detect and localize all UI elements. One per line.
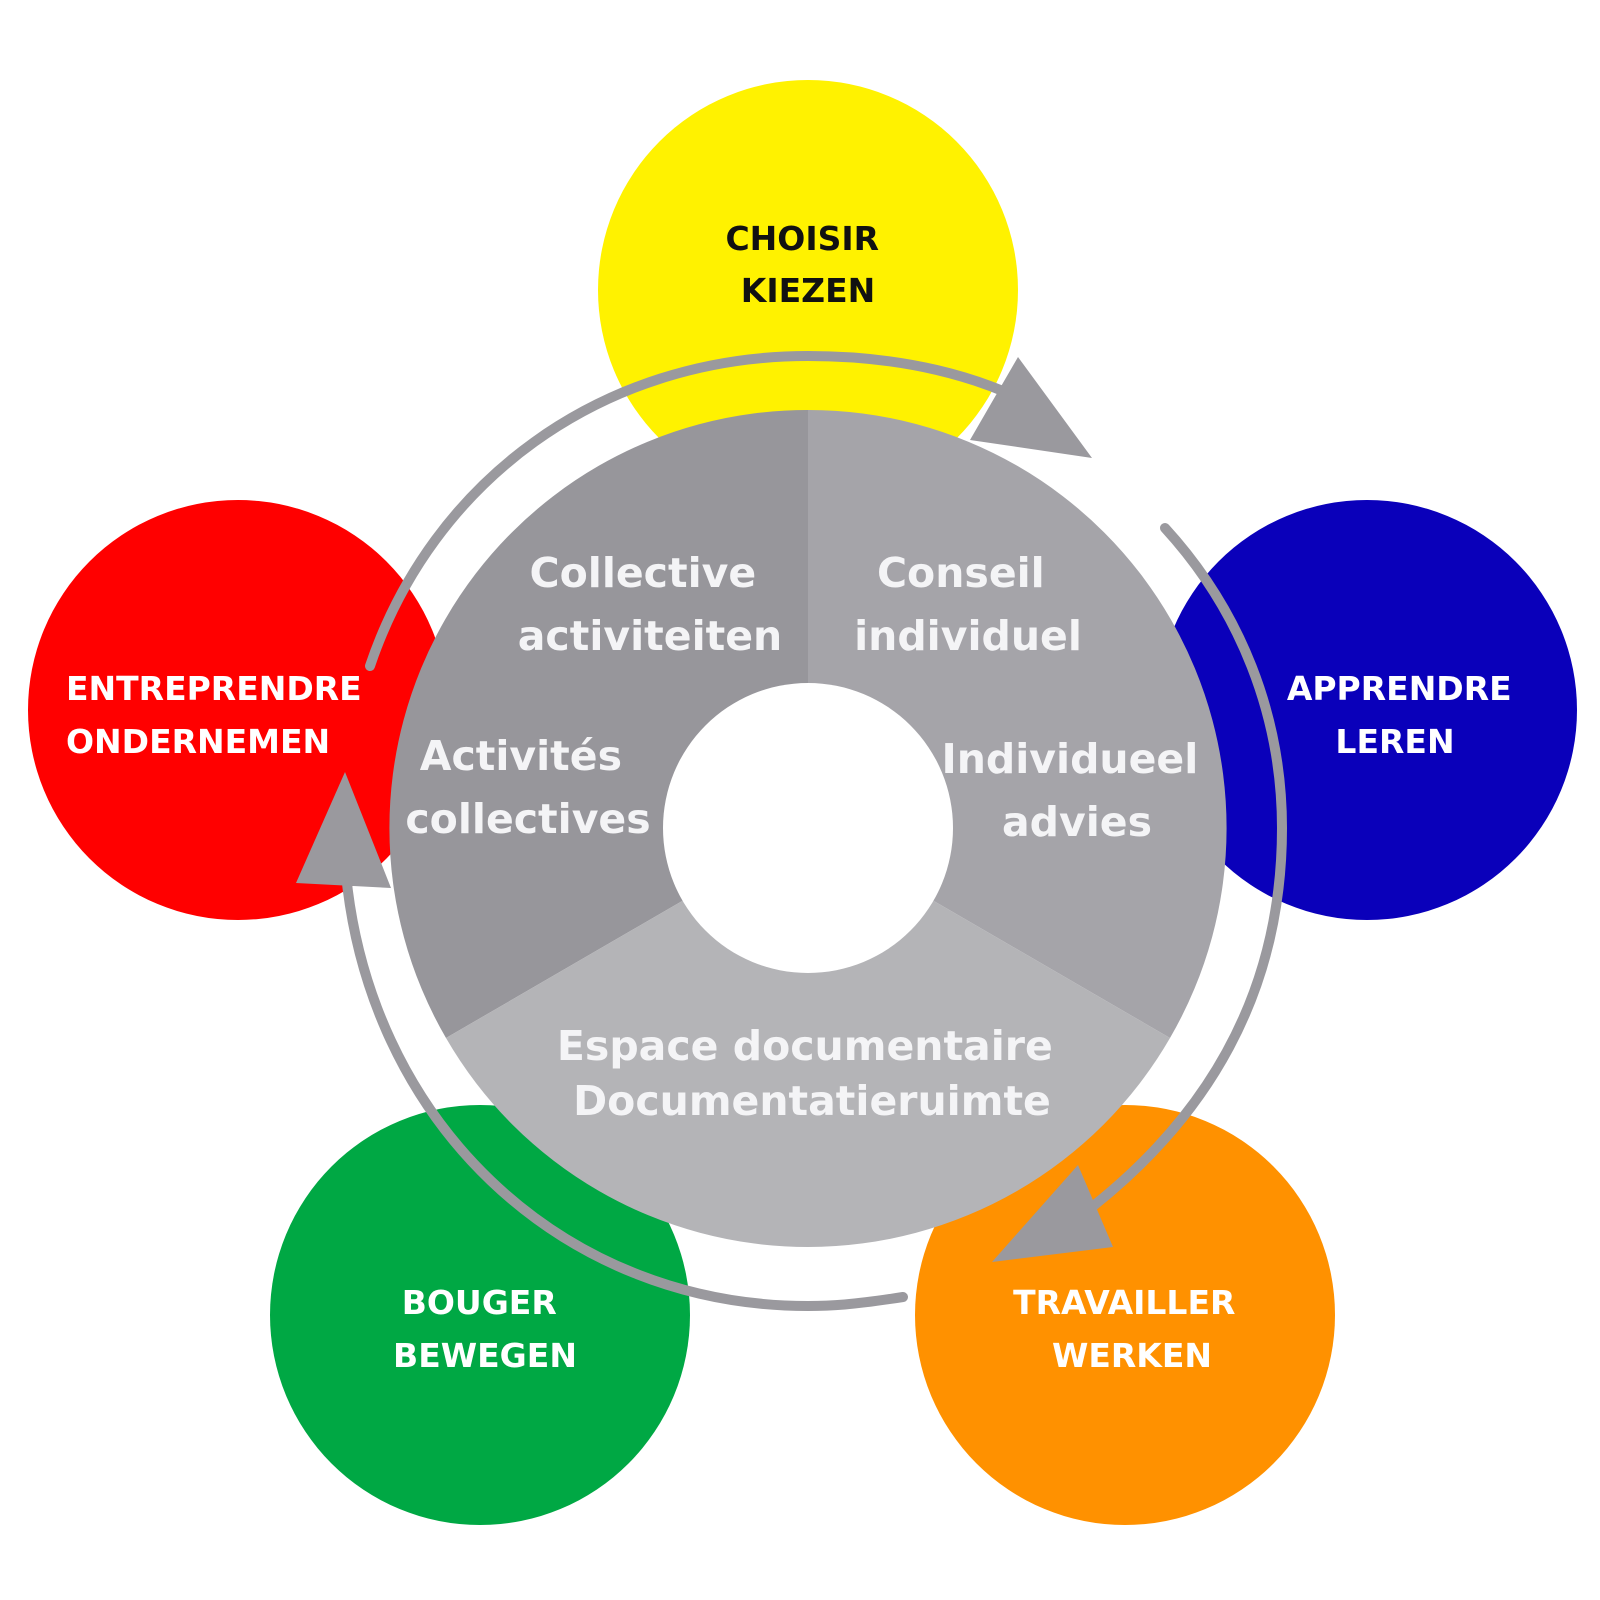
conseil-nl-label: Individueel advies [941, 735, 1212, 846]
bouger-circle [270, 1105, 690, 1525]
arrow-heads [296, 357, 1113, 1262]
travailler-label: TRAVAILLER WERKEN [1013, 1283, 1247, 1375]
arrow-head-left [296, 772, 391, 888]
wheel-sector-espace [446, 828, 1170, 1248]
arrow-arc-right [1070, 523, 1288, 1225]
arrow-arc-left [340, 858, 908, 1312]
entreprendre-circle [28, 500, 448, 920]
wheel-center-hole [663, 683, 953, 973]
choisir-label: CHOISIR KIEZEN [725, 219, 890, 310]
collective-nl-label: Collective activiteiten [518, 549, 782, 660]
espace-label: Espace documentaire Documentatieruimte [557, 1022, 1067, 1125]
arrow-arc-top [365, 350, 1047, 671]
apprendre-label: APPRENDRE LEREN [1287, 669, 1523, 761]
bouger-label: BOUGER BEWEGEN [393, 1283, 577, 1375]
collective-fr-label: Activités collectives [405, 732, 650, 843]
choisir-circle [598, 80, 1018, 500]
entreprendre-label: ENTREPRENDRE ONDERNEMEN [66, 669, 373, 761]
arrow-head-right [992, 1165, 1113, 1262]
arrow-head-top [970, 357, 1092, 458]
travailler-circle [915, 1105, 1335, 1525]
apprendre-circle [1157, 500, 1577, 920]
conseil-fr-label: Conseil individuel [854, 549, 1082, 660]
cycle-arrows [340, 350, 1288, 1312]
